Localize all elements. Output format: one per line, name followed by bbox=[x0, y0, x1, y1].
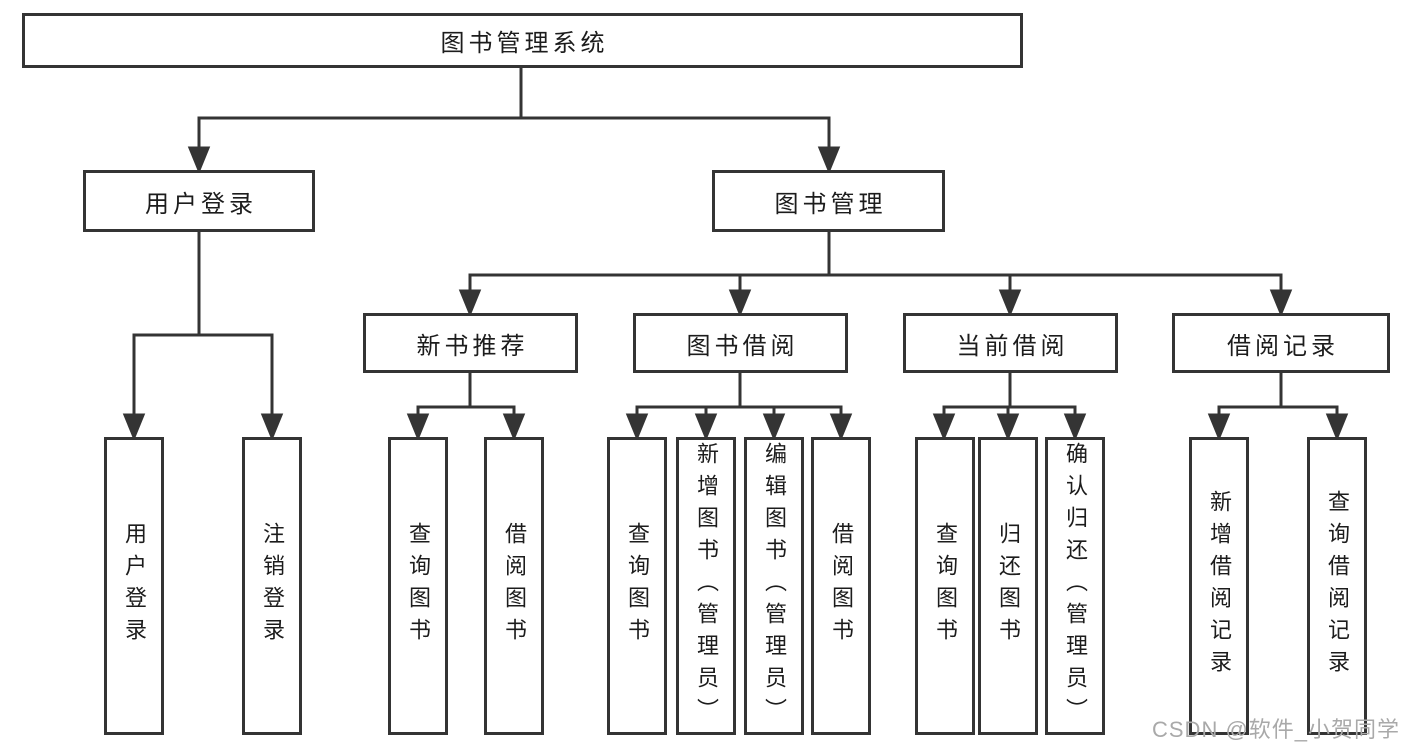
leaf-recommend-query-books-label: 查询图书 bbox=[406, 522, 431, 650]
node-borrow-records: 借阅记录 bbox=[1172, 313, 1390, 373]
leaf-borrow-borrow-books-label: 借阅图书 bbox=[829, 522, 854, 650]
node-user-login: 用户登录 bbox=[83, 170, 315, 232]
node-current-borrow-label: 当前借阅 bbox=[956, 332, 1069, 360]
leaf-borrow-query-books-label: 查询图书 bbox=[625, 522, 650, 650]
leaf-records-query-record-label: 查询借阅记录 bbox=[1325, 490, 1350, 682]
node-book-borrow-label: 图书借阅 bbox=[686, 332, 799, 360]
leaf-borrow-borrow-books: 借阅图书 bbox=[811, 437, 871, 735]
leaf-current-query-books-label: 查询图书 bbox=[933, 522, 958, 650]
leaf-recommend-borrow-books-label: 借阅图书 bbox=[502, 522, 527, 650]
node-book-management-label: 图书管理 bbox=[774, 190, 887, 218]
leaf-borrow-edit-books-admin-label: 编辑图书（管理员） bbox=[762, 442, 787, 730]
leaf-borrow-add-books-admin-label: 新增图书（管理员） bbox=[694, 442, 719, 730]
node-new-book-recommend-label: 新书推荐 bbox=[416, 332, 529, 360]
leaf-borrow-edit-books-admin: 编辑图书（管理员） bbox=[744, 437, 804, 735]
node-current-borrow: 当前借阅 bbox=[903, 313, 1118, 373]
node-book-borrow: 图书借阅 bbox=[633, 313, 848, 373]
leaf-current-query-books: 查询图书 bbox=[915, 437, 975, 735]
leaf-recommend-borrow-books: 借阅图书 bbox=[484, 437, 544, 735]
watermark: CSDN @软件_小贺同学 bbox=[1152, 717, 1401, 742]
leaf-recommend-query-books: 查询图书 bbox=[388, 437, 448, 735]
leaf-logout-label: 注销登录 bbox=[260, 522, 285, 650]
node-root: 图书管理系统 bbox=[22, 13, 1023, 68]
leaf-user-login: 用户登录 bbox=[104, 437, 164, 735]
leaf-records-add-record: 新增借阅记录 bbox=[1189, 437, 1249, 735]
leaf-borrow-query-books: 查询图书 bbox=[607, 437, 667, 735]
leaf-current-confirm-return-admin-label: 确认归还（管理员） bbox=[1063, 442, 1088, 730]
leaf-logout: 注销登录 bbox=[242, 437, 302, 735]
leaf-current-return-books-label: 归还图书 bbox=[996, 522, 1021, 650]
leaf-current-return-books: 归还图书 bbox=[978, 437, 1038, 735]
leaf-records-query-record: 查询借阅记录 bbox=[1307, 437, 1367, 735]
leaf-user-login-label: 用户登录 bbox=[122, 522, 147, 650]
node-user-login-label: 用户登录 bbox=[145, 190, 257, 218]
node-root-label: 图书管理系统 bbox=[440, 30, 609, 57]
leaf-current-confirm-return-admin: 确认归还（管理员） bbox=[1045, 437, 1105, 735]
leaf-borrow-add-books-admin: 新增图书（管理员） bbox=[676, 437, 736, 735]
node-borrow-records-label: 借阅记录 bbox=[1227, 332, 1339, 360]
node-new-book-recommend: 新书推荐 bbox=[363, 313, 578, 373]
node-book-management: 图书管理 bbox=[712, 170, 945, 232]
leaf-records-add-record-label: 新增借阅记录 bbox=[1207, 490, 1232, 682]
